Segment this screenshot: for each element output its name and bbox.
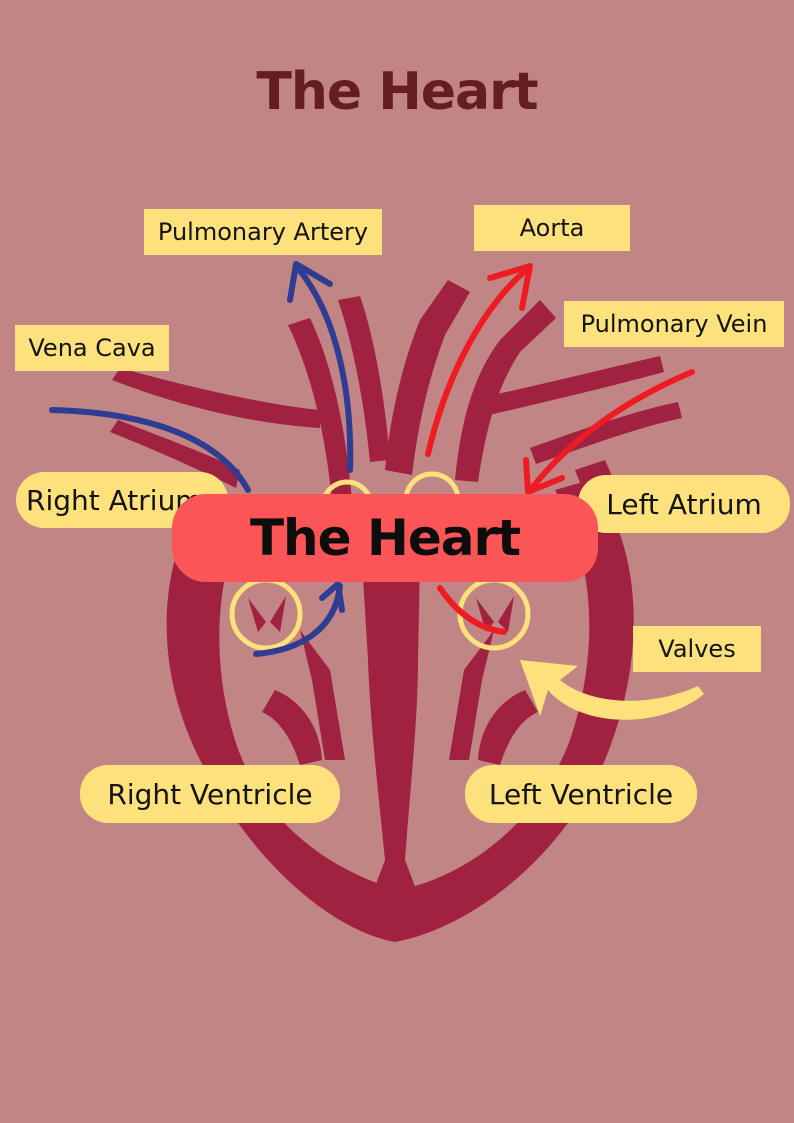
left-papillary-muscle <box>478 690 538 765</box>
label-pulmonary-artery: Pulmonary Artery <box>144 209 382 255</box>
pulmonary-vein-lower <box>575 460 612 488</box>
valve-ring-tricuspid <box>229 577 303 651</box>
pulmonary-vein-upper <box>470 356 664 418</box>
center-title-banner: The Heart <box>172 494 598 582</box>
vena-cava-lower <box>110 420 240 488</box>
blue-flow-right-ventricle-tail <box>319 581 345 613</box>
label-left-atrium: Left Atrium <box>578 475 790 533</box>
page-title: The Heart <box>256 62 538 122</box>
label-valves: Valves <box>633 626 761 672</box>
red-arrowhead-aorta <box>487 263 533 311</box>
right-papillary-muscle <box>262 690 322 765</box>
blue-arrowhead-pulmonary <box>287 261 333 303</box>
heart-illustration <box>110 280 682 942</box>
heart-outer-wall <box>166 480 634 942</box>
right-ventricle-ridge <box>300 630 345 760</box>
blue-flow-vena-cava <box>49 407 251 493</box>
tricuspid-leaflet-2 <box>270 596 286 632</box>
left-ventricle-ridge <box>449 630 494 760</box>
red-arrowhead-pulmonary-vein <box>523 457 565 495</box>
blue-flow-right-ventricle <box>253 583 343 657</box>
mitral-leaflet-1 <box>476 598 494 632</box>
aorta-arch-right <box>455 300 556 482</box>
tricuspid-leaflet-1 <box>248 598 266 632</box>
valve-ring-mitral <box>457 577 531 651</box>
vena-cava-upper <box>112 368 320 428</box>
aorta-trunk <box>385 280 470 475</box>
valve-leaflets <box>248 596 514 632</box>
deoxygenated-flow <box>49 261 354 657</box>
valves-arrow-body <box>520 660 704 720</box>
oxygenated-flow <box>425 263 695 635</box>
label-right-ventricle: Right Ventricle <box>80 765 340 823</box>
pulmonary-artery-branch <box>338 296 390 462</box>
red-flow-left-ventricle <box>437 585 507 635</box>
label-pulmonary-vein: Pulmonary Vein <box>564 301 784 347</box>
label-aorta: Aorta <box>474 205 630 251</box>
valves-pointer-arrow <box>520 660 704 720</box>
label-vena-cava: Vena Cava <box>15 325 169 371</box>
pulmonary-vein-middle <box>530 402 682 464</box>
red-flow-aorta <box>425 267 529 457</box>
mitral-leaflet-2 <box>498 596 514 632</box>
pulmonary-artery-trunk <box>288 318 352 500</box>
heart-septum <box>362 560 420 935</box>
red-flow-pulmonary-vein <box>529 369 695 491</box>
label-left-ventricle: Left Ventricle <box>465 765 697 823</box>
blue-flow-pulmonary-artery <box>295 265 354 473</box>
